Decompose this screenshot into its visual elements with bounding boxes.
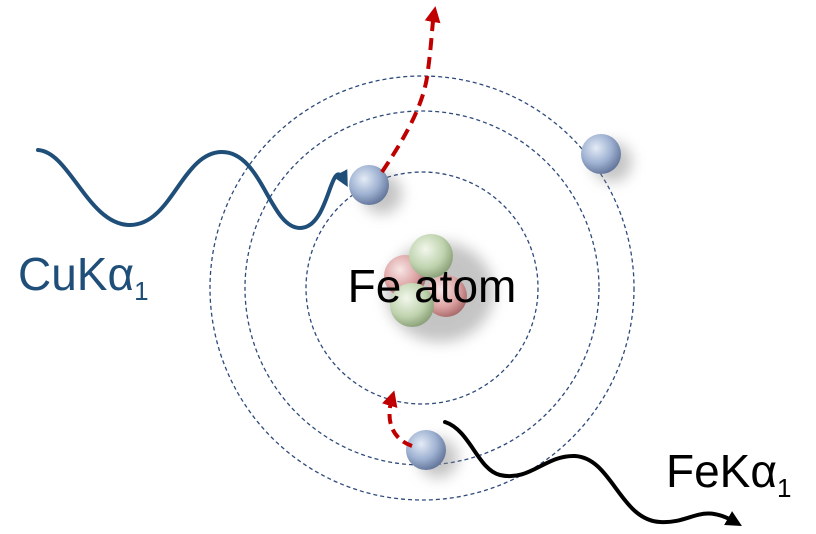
ejected-electron-path xyxy=(380,6,441,174)
outgoing-label-main: FeKα xyxy=(666,445,777,497)
orbit-inner xyxy=(305,171,539,405)
center-label: Fe atom xyxy=(348,260,517,312)
orbit-middle xyxy=(244,110,600,466)
orbit-outer xyxy=(209,75,635,501)
electron-transition xyxy=(406,430,446,470)
electron-outer xyxy=(581,134,621,174)
transition-electron-path xyxy=(382,390,413,448)
outgoing-label-subscript: 1 xyxy=(777,473,791,503)
outgoing-label: FeKα1 xyxy=(666,445,791,503)
incoming-label-main: CuKα xyxy=(18,248,134,300)
nucleus-particle-red xyxy=(425,275,467,317)
outgoing-wave-path xyxy=(443,420,742,526)
nucleus-particle-green xyxy=(409,234,453,278)
nucleus xyxy=(384,234,467,327)
electrons xyxy=(349,134,621,470)
incoming-label-subscript: 1 xyxy=(134,276,148,306)
nucleus-particle-green xyxy=(390,283,434,327)
incoming-wave-path xyxy=(36,148,348,231)
incoming-label: CuKα1 xyxy=(18,248,149,306)
electron-ejected xyxy=(349,165,389,205)
orbits xyxy=(209,75,635,501)
